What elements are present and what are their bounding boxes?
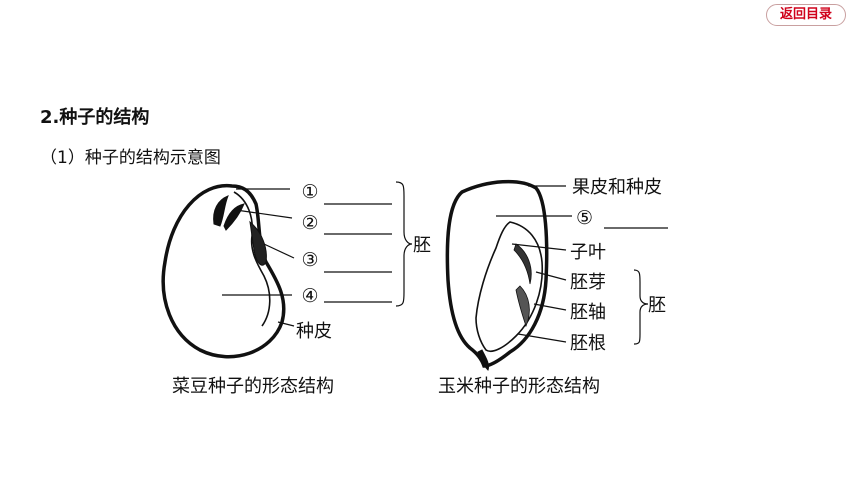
corn-plumule-shading bbox=[515, 285, 530, 328]
bean-caption: 菜豆种子的形态结构 bbox=[172, 376, 334, 397]
bean-cotyledon-line bbox=[233, 191, 271, 327]
corn-leader-lines bbox=[496, 185, 668, 345]
corn-plumule-label: 胚芽 bbox=[570, 272, 606, 293]
corn-hypocotyl-label: 胚轴 bbox=[570, 302, 606, 323]
section-title: 2.种子的结构 bbox=[40, 107, 150, 128]
corn-cotyledon-label: 子叶 bbox=[570, 242, 606, 263]
bean-seed-outline bbox=[161, 184, 286, 359]
corn-caption: 玉米种子的形态结构 bbox=[438, 376, 600, 397]
bean-marker-3: ③ bbox=[301, 249, 318, 271]
bean-seed-coat-label: 种皮 bbox=[296, 321, 332, 342]
corn-pericarp-label: 果皮和种皮 bbox=[572, 177, 662, 198]
bean-marker-2: ② bbox=[301, 212, 318, 234]
corn-embryo-region bbox=[475, 221, 544, 352]
return-to-contents-button[interactable]: 返回目录 bbox=[766, 4, 846, 26]
section-subtitle: （1）种子的结构示意图 bbox=[40, 148, 221, 168]
bean-leader-lines bbox=[222, 181, 413, 327]
corn-embryo-label: 胚 bbox=[648, 295, 666, 316]
bean-marker-1: ① bbox=[301, 181, 318, 203]
bean-embryo-label: 胚 bbox=[413, 235, 431, 256]
bean-seed-illustration bbox=[161, 184, 286, 359]
bean-radicle bbox=[249, 220, 267, 266]
corn-cotyledon-shading bbox=[513, 243, 532, 285]
corn-marker-5: ⑤ bbox=[576, 207, 593, 229]
corn-radicle-label: 胚根 bbox=[570, 333, 606, 354]
corn-seed-illustration bbox=[445, 179, 549, 371]
corn-seed-outline bbox=[445, 179, 549, 368]
bean-plumule bbox=[213, 195, 245, 231]
bean-marker-4: ④ bbox=[301, 285, 318, 307]
corn-radicle-tip bbox=[477, 349, 489, 371]
